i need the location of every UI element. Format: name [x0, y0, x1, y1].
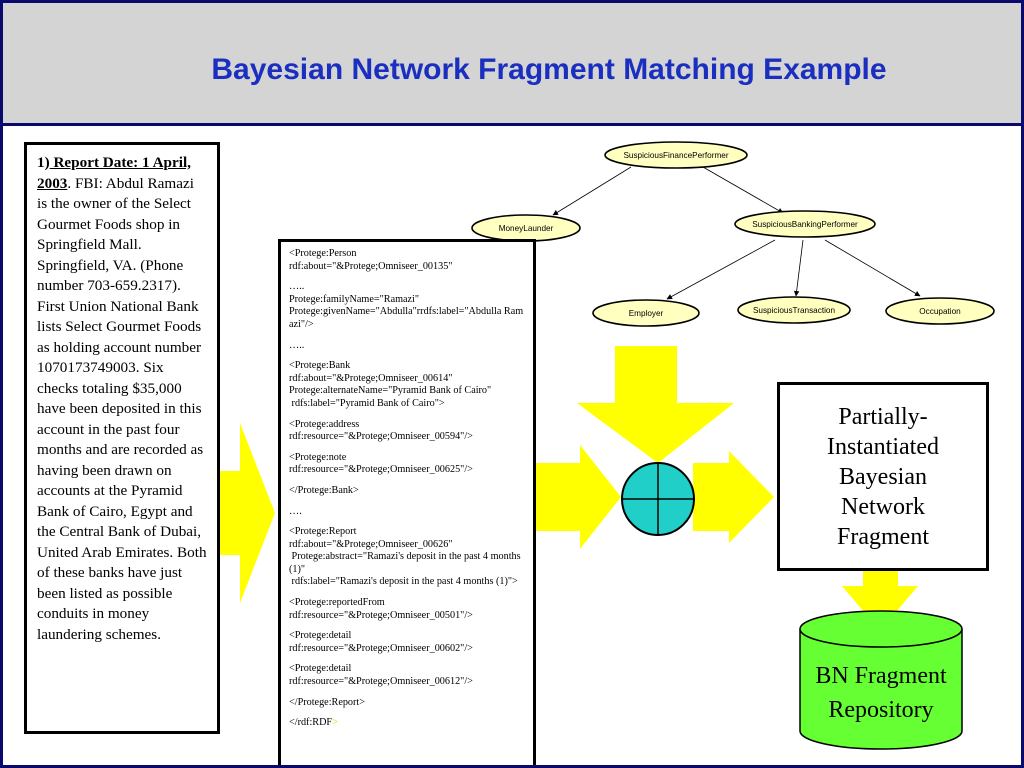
rdf-line: <Protege:Bank rdf:about="&Protege;Omnise… [289, 360, 492, 409]
report-text-box: 1) Report Date: 1 April, 2003. FBI: Abdu… [24, 142, 220, 734]
rdf-line: <Protege:Person rdf:about="&Protege;Omni… [289, 248, 453, 272]
rdf-line: </Protege:Bank> [289, 484, 359, 496]
arrow-rdf-to-matcher [534, 445, 621, 549]
svg-text:Employer: Employer [629, 309, 664, 318]
node-money-launder: MoneyLaunder [471, 214, 581, 242]
arrow-report-to-rdf [215, 423, 275, 603]
svg-text:MoneyLaunder: MoneyLaunder [499, 224, 554, 233]
rdf-line: <Protege:address rdf:resource="&Protege;… [289, 418, 473, 443]
arrow-matcher-to-fragment [693, 451, 774, 543]
rdf-line: <Protege:reportedFrom rdf:resource="&Pro… [289, 597, 473, 621]
svg-text:SuspiciousFinancePerformer: SuspiciousFinancePerformer [623, 151, 728, 160]
node-suspicious-banking-performer: SuspiciousBankingPerformer [734, 210, 876, 238]
diagram-layer: SuspiciousFinancePerformer MoneyLaunder … [215, 141, 995, 750]
arrow-fragment-to-repository [842, 563, 918, 631]
report-body: . FBI: Abdul Ramazi is the owner of the … [37, 174, 207, 643]
report-heading: Report Date: 1 April, 2003 [37, 154, 191, 192]
rdf-last-tail: > [332, 717, 338, 729]
rdf-line-last: </rdf:RDF> [289, 717, 525, 730]
arrow-network-to-matcher [577, 346, 734, 463]
rdf-line: …. [289, 505, 302, 517]
rdf-line: ….. [289, 339, 305, 351]
rdf-line: <Protege:Report rdf:about="&Protege;Omni… [289, 526, 521, 588]
network-edges [552, 166, 921, 300]
report-number: 1) [37, 154, 50, 171]
matcher-circle [621, 462, 695, 536]
rdf-text-box: <Protege:Person rdf:about="&Protege;Omni… [278, 239, 536, 765]
fragment-label: Partially- Instantiated Bayesian Network… [827, 403, 939, 550]
title-bar: Bayesian Network Fragment Matching Examp… [3, 3, 1021, 126]
repository-label: BN Fragment Repository [815, 663, 947, 723]
slide-title: Bayesian Network Fragment Matching Examp… [211, 53, 887, 86]
svg-text:SuspiciousTransaction: SuspiciousTransaction [753, 306, 836, 315]
slide: Bayesian Network Fragment Matching Examp… [3, 3, 1021, 765]
rdf-line: <Protege:detail rdf:resource="&Protege;O… [289, 663, 473, 688]
repository-cylinder [799, 610, 963, 750]
node-suspicious-transaction: SuspiciousTransaction [737, 296, 851, 324]
node-employer: Employer [592, 299, 700, 327]
rdf-line: ….. Protege:familyName="Ramazi" Protege:… [289, 281, 524, 330]
node-occupation: Occupation [885, 297, 995, 325]
svg-text:SuspiciousBankingPerformer: SuspiciousBankingPerformer [752, 220, 858, 229]
rdf-last-text: </rdf:RDF [289, 717, 333, 729]
rdf-line: </Protege:Report> [289, 696, 365, 708]
fragment-box: Partially- Instantiated Bayesian Network… [777, 382, 989, 571]
rdf-line: <Protege:detail rdf:resource="&Protege;O… [289, 630, 473, 654]
rdf-line: <Protege:note rdf:resource="&Protege;Omn… [289, 451, 473, 476]
svg-text:Occupation: Occupation [919, 307, 961, 316]
node-suspicious-finance-performer: SuspiciousFinancePerformer [604, 141, 748, 169]
